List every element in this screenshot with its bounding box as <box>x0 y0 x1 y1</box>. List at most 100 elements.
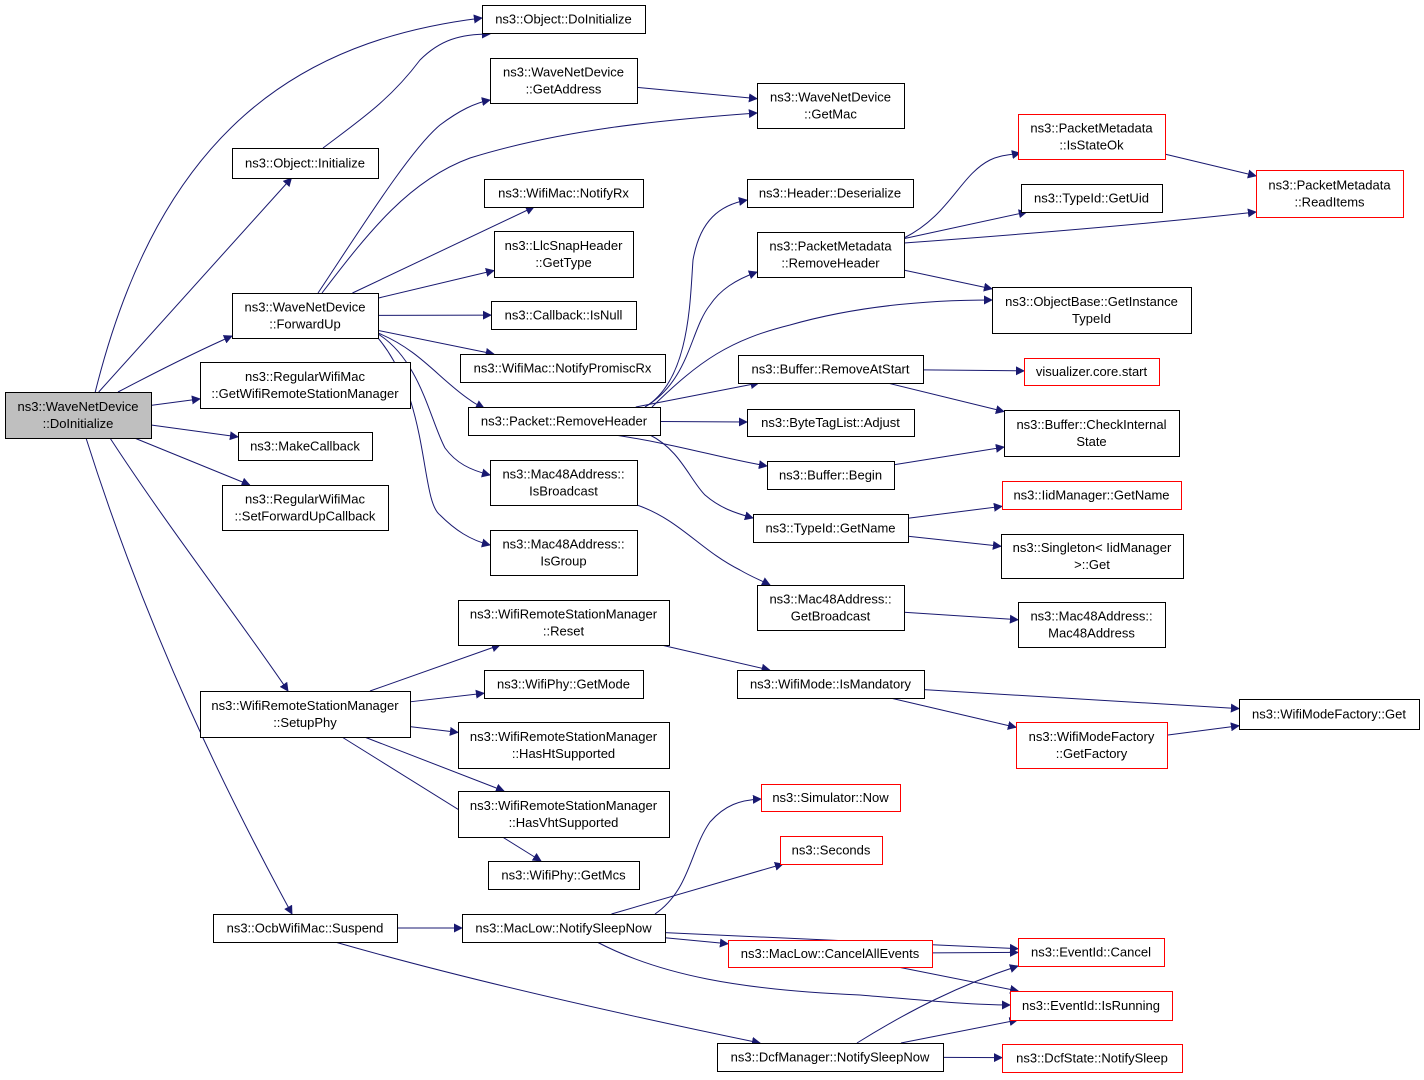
node-sim-now[interactable]: ns3::Simulator::Now <box>761 784 901 812</box>
node-pkt-remhdr[interactable]: ns3::Packet::RemoveHeader <box>468 407 661 436</box>
node-buf-remstart[interactable]: ns3::Buffer::RemoveAtStart <box>738 355 924 384</box>
node-label: ns3::PacketMetadata <box>769 239 892 254</box>
node-layer: ns3::WaveNetDevice::DoInitialize ns3::Obj… <box>5 5 1420 1073</box>
node-ml-cancelall[interactable]: ns3::MacLow::CancelAllEvents <box>728 940 933 968</box>
node-label: IsGroup <box>540 554 586 569</box>
node-pm-readitems[interactable]: ns3::PacketMetadata::ReadItems <box>1256 170 1404 218</box>
node-rwm-getwrsm[interactable]: ns3::RegularWifiMac::GetWifiRemoteStatio… <box>200 362 411 409</box>
node-mac-isbcast[interactable]: ns3::Mac48Address::IsBroadcast <box>490 460 638 506</box>
node-singleton[interactable]: ns3::Singleton< IidManager>::Get <box>1001 534 1184 579</box>
node-label: Mac48Address <box>1048 626 1135 641</box>
node-box <box>490 460 638 506</box>
node-box <box>757 232 905 278</box>
node-label: ns3::TypeId::GetUid <box>1034 191 1149 206</box>
node-wnd-fwdup[interactable]: ns3::WaveNetDevice::ForwardUp <box>232 293 379 339</box>
node-ev-isrunning[interactable]: ns3::EventId::IsRunning <box>1010 991 1173 1021</box>
node-wmf-get[interactable]: ns3::WifiModeFactory::Get <box>1239 699 1420 730</box>
node-box <box>1018 114 1166 160</box>
edge-pm_remhdr-to-pm_readitems <box>903 208 1257 244</box>
node-label: ns3::Object::Initialize <box>245 156 365 171</box>
node-label: ::HasHtSupported <box>512 746 615 761</box>
node-box <box>1018 938 1165 967</box>
edge-buf_begin-to-buf_check <box>893 443 1005 466</box>
node-wrsm-ht[interactable]: ns3::WifiRemoteStationManager::HasHtSupp… <box>458 722 670 769</box>
node-tid-getname[interactable]: ns3::TypeId::GetName <box>753 514 909 543</box>
node-btl-adjust[interactable]: ns3::ByteTagList::Adjust <box>747 409 915 437</box>
node-label: ns3::Buffer::RemoveAtStart <box>752 362 910 377</box>
node-llc-gettype[interactable]: ns3::LlcSnapHeader::GetType <box>494 231 634 278</box>
node-mac-getbcast[interactable]: ns3::Mac48Address::GetBroadcast <box>757 585 905 631</box>
edge-root-to-obj_doinit <box>94 14 483 394</box>
node-label: ns3::OcbWifiMac::Suspend <box>227 921 384 936</box>
node-label: ns3::Mac48Address:: <box>502 467 624 482</box>
node-wrsm-reset[interactable]: ns3::WifiRemoteStationManager::Reset <box>458 600 670 646</box>
node-dcfstate-sleep[interactable]: ns3::DcfState::NotifySleep <box>1002 1044 1183 1073</box>
node-ocb-suspend[interactable]: ns3::OcbWifiMac::Suspend <box>213 914 398 943</box>
node-label: IsBroadcast <box>529 484 598 499</box>
node-obj-doinit[interactable]: ns3::Object::DoInitialize <box>482 5 646 34</box>
node-box <box>460 354 666 383</box>
node-label: ns3::Singleton< IidManager <box>1013 540 1172 555</box>
node-wnd-getaddr[interactable]: ns3::WaveNetDevice::GetAddress <box>490 58 638 104</box>
node-wmf-getfact[interactable]: ns3::WifiModeFactory::GetFactory <box>1016 722 1168 769</box>
edge-root-to-obj_init <box>98 177 293 393</box>
node-label: ns3::Packet::RemoveHeader <box>481 414 648 429</box>
node-label: ns3::ByteTagList::Adjust <box>761 415 900 430</box>
node-wm-notifyrx[interactable]: ns3::WifiMac::NotifyRx <box>484 179 644 208</box>
node-box <box>1001 534 1184 579</box>
edge-wnd_fwdup-to-llc_gettype <box>377 268 495 299</box>
node-hdr-deser[interactable]: ns3::Header::Deserialize <box>747 179 914 208</box>
edge-wnd_fwdup-to-wnd_getmac <box>321 109 758 294</box>
node-ev-cancel[interactable]: ns3::EventId::Cancel <box>1018 938 1165 967</box>
node-label: ns3::ObjectBase::GetInstance <box>1005 294 1178 309</box>
node-box <box>458 600 670 646</box>
node-label: ::GetFactory <box>1056 746 1128 761</box>
node-label: ns3::Buffer::CheckInternal <box>1016 417 1166 432</box>
node-rwm-setfwd[interactable]: ns3::RegularWifiMac::SetForwardUpCallbac… <box>222 485 389 531</box>
node-wm-notifyprom[interactable]: ns3::WifiMac::NotifyPromiscRx <box>460 354 666 383</box>
node-label: ::RemoveHeader <box>781 256 880 271</box>
node-seconds[interactable]: ns3::Seconds <box>780 836 883 865</box>
node-buf-begin[interactable]: ns3::Buffer::Begin <box>767 461 895 490</box>
node-wrsm-setup[interactable]: ns3::WifiRemoteStationManager::SetupPhy <box>200 691 411 738</box>
edge-pm_remhdr-to-tid_getuid <box>903 209 1028 240</box>
node-box <box>780 836 883 865</box>
node-box <box>458 791 670 838</box>
edge-pkt_remhdr-to-hdr_deser <box>644 197 748 408</box>
node-label: ::SetupPhy <box>273 715 337 730</box>
node-phy-getmcs[interactable]: ns3::WifiPhy::GetMcs <box>488 861 640 890</box>
node-wrsm-vht[interactable]: ns3::WifiRemoteStationManager::HasVhtSup… <box>458 791 670 838</box>
node-vis-start[interactable]: visualizer.core.start <box>1024 358 1160 386</box>
node-label: ::Reset <box>543 624 585 639</box>
node-pm-isok[interactable]: ns3::PacketMetadata::IsStateOk <box>1018 114 1166 160</box>
edge-pkt_remhdr-to-ob_getinst <box>651 295 993 408</box>
node-cb-isnull[interactable]: ns3::Callback::IsNull <box>491 301 637 330</box>
node-makecb[interactable]: ns3::MakeCallback <box>238 432 373 461</box>
node-mac-isgroup[interactable]: ns3::Mac48Address::IsGroup <box>490 530 638 576</box>
node-wnd-getmac[interactable]: ns3::WaveNetDevice::GetMac <box>757 83 905 129</box>
node-label: ns3::Buffer::Begin <box>779 468 882 483</box>
node-dcf-notifysleep[interactable]: ns3::DcfManager::NotifySleepNow <box>717 1043 944 1072</box>
node-label: ns3::Seconds <box>792 843 871 858</box>
node-ml-notifysleep[interactable]: ns3::MacLow::NotifySleepNow <box>462 914 666 943</box>
node-wmode-ismand[interactable]: ns3::WifiMode::IsMandatory <box>737 670 925 699</box>
node-phy-getmode[interactable]: ns3::WifiPhy::GetMode <box>484 670 644 699</box>
edge-root-to-makecb <box>150 424 239 441</box>
node-label: ns3::Mac48Address:: <box>769 592 891 607</box>
node-iid-getname[interactable]: ns3::IidManager::GetName <box>1002 481 1182 510</box>
node-obj-init[interactable]: ns3::Object::Initialize <box>232 148 379 179</box>
node-box <box>491 301 637 330</box>
node-root[interactable]: ns3::WaveNetDevice::DoInitialize <box>5 392 152 439</box>
node-label: >::Get <box>1074 557 1110 572</box>
node-label: ns3::TypeId::GetName <box>765 521 895 536</box>
edge-root-to-rwm_setfwd <box>134 437 251 487</box>
edge-mac_getbcast-to-mac_ctor <box>903 611 1019 624</box>
node-box <box>767 461 895 490</box>
node-box <box>490 58 638 104</box>
node-mac-ctor[interactable]: ns3::Mac48Address::Mac48Address <box>1018 602 1166 648</box>
node-pm-remhdr[interactable]: ns3::PacketMetadata::RemoveHeader <box>757 232 905 278</box>
node-tid-getuid[interactable]: ns3::TypeId::GetUid <box>1021 184 1163 213</box>
node-box <box>490 530 638 576</box>
